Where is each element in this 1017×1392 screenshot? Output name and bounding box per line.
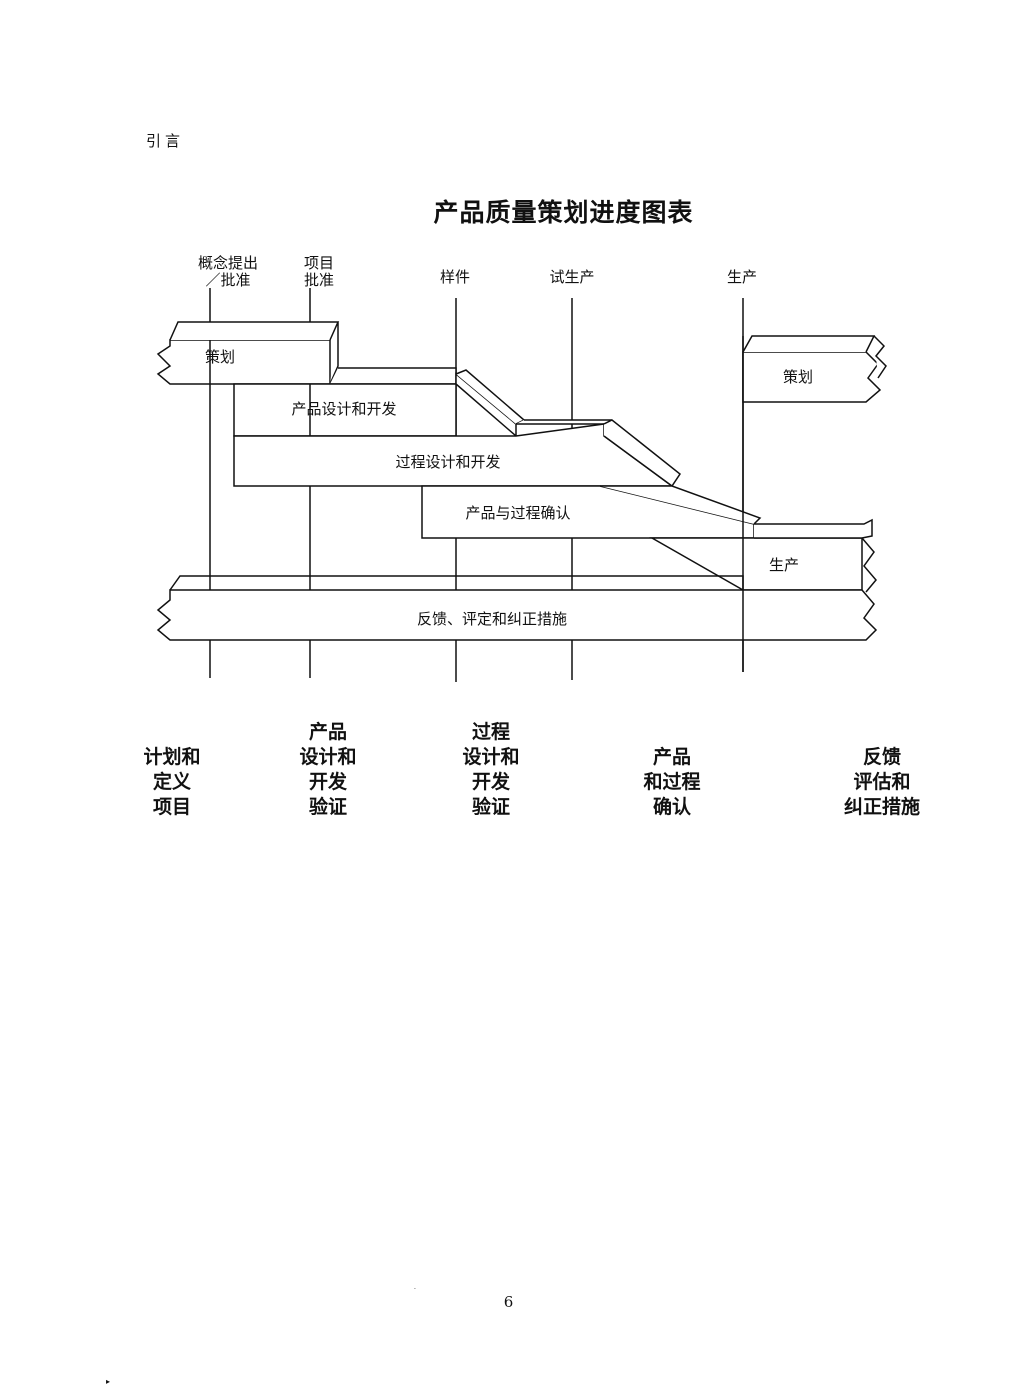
column-product-design: 产品 设计和 开发 验证 <box>286 720 370 820</box>
column-process-design: 过程 设计和 开发 验证 <box>449 720 533 820</box>
column-line: 项目 <box>152 796 191 818</box>
milestone-concept-line2: ／批准 <box>205 271 250 289</box>
process-design-label: 过程设计和开发 <box>395 453 500 471</box>
milestone-production: 生产 <box>727 268 757 286</box>
column-line: 验证 <box>308 796 347 818</box>
feedback-bar <box>156 589 878 641</box>
milestone-concept-line1: 概念提出 <box>198 254 258 272</box>
column-line: 开发 <box>308 771 347 793</box>
production-bar <box>649 537 863 591</box>
column-line <box>132 720 212 745</box>
feedback-label: 反馈、评定和纠正措施 <box>417 610 567 628</box>
column-line: 设计和 <box>299 746 357 768</box>
column-line: 设计和 <box>462 746 520 768</box>
planning-label: 策划 <box>205 348 235 366</box>
page-number: 6 <box>503 1293 514 1311</box>
column-feedback: 反馈 评估和 纠正措施 <box>826 720 938 820</box>
column-line: 产品 <box>308 721 347 743</box>
milestone-project-line1: 项目 <box>304 254 334 272</box>
column-line <box>826 720 938 745</box>
column-line: 和过程 <box>643 771 701 793</box>
column-line: 反馈 <box>862 746 901 768</box>
planning-bar <box>156 339 331 385</box>
column-line: 纠正措施 <box>843 796 920 818</box>
scan-dot: · <box>414 1286 416 1293</box>
column-planning: 计划和 定义 项目 <box>132 720 212 820</box>
column-line <box>630 720 714 745</box>
column-line: 定义 <box>152 771 191 793</box>
production-label: 生产 <box>769 556 799 574</box>
column-line: 计划和 <box>143 746 201 768</box>
column-validation: 产品 和过程 确认 <box>630 720 714 820</box>
product-design-bar <box>233 383 457 437</box>
scan-mark: ▸ <box>106 1377 111 1386</box>
milestone-prototype: 样件 <box>440 268 470 286</box>
chart-title: 产品质量策划进度图表 <box>433 198 694 227</box>
timing-diagram: 概念提出 ／批准 项目 批准 样件 试生产 生产 策划 产品设计和开发 过程设计… <box>156 254 887 682</box>
column-line: 开发 <box>471 771 510 793</box>
section-header: 引言 <box>146 132 185 150</box>
column-line: 验证 <box>471 796 510 818</box>
planning-repeat-label: 策划 <box>783 368 813 386</box>
product-design-label: 产品设计和开发 <box>291 400 396 418</box>
column-line: 确认 <box>652 796 691 818</box>
column-line: 产品 <box>652 746 691 768</box>
validation-label: 产品与过程确认 <box>465 504 570 522</box>
milestone-pilot: 试生产 <box>549 268 594 286</box>
column-line: 过程 <box>471 721 510 743</box>
column-line: 评估和 <box>853 771 911 793</box>
milestone-project-line2: 批准 <box>304 271 334 289</box>
planning-repeat-bar <box>742 351 882 403</box>
